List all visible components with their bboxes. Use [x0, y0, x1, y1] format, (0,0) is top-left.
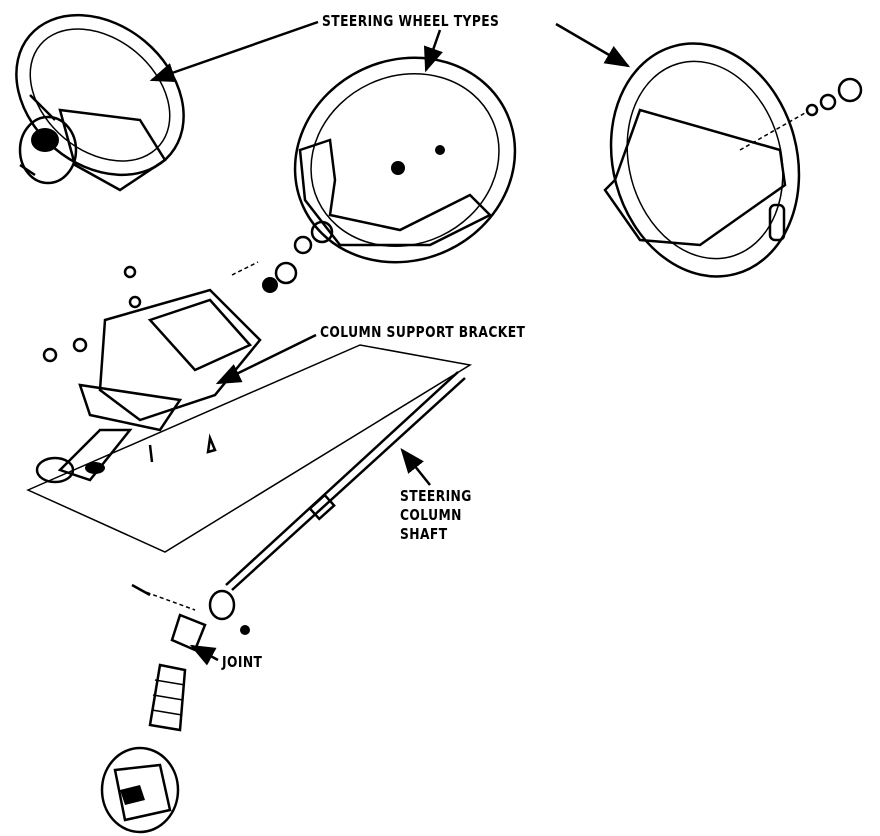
column-support-bracket [35, 265, 262, 484]
label-column-support-bracket: COLUMN SUPPORT BRACKET [320, 323, 526, 341]
steering-column-shaft [131, 371, 466, 635]
label-line-1: STEERING [400, 487, 472, 505]
label-joint: JOINT [222, 653, 263, 671]
steering-wheel-middle [231, 56, 517, 293]
label-line-3: SHAFT [400, 525, 448, 543]
label-steering-column-shaft: STEERING COLUMN SHAFT [400, 487, 472, 544]
label-steering-wheel-types: STEERING WHEEL TYPES [322, 12, 500, 30]
label-line-2: COLUMN [400, 506, 462, 524]
steering-wheel-left [15, 13, 185, 192]
steering-wheel-right [603, 42, 863, 278]
parts-plate [26, 344, 473, 553]
joint-assembly [100, 613, 207, 834]
leader-arrows [149, 20, 631, 666]
